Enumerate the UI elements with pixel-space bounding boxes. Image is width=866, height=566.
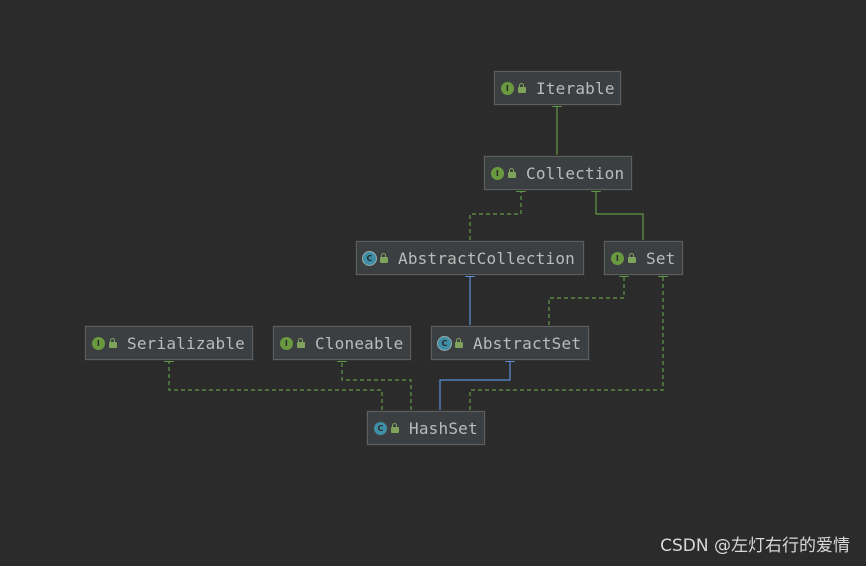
node-abstract-set[interactable]: C AbstractSet: [431, 326, 589, 360]
node-cloneable[interactable]: I Cloneable: [273, 326, 411, 360]
edge-hashset-set: [469, 267, 668, 410]
node-abstract-collection[interactable]: C AbstractCollection: [356, 241, 584, 275]
node-label: Cloneable: [315, 333, 404, 353]
node-label: HashSet: [409, 418, 478, 438]
node-set[interactable]: I Set: [604, 241, 683, 275]
lock-icon: [297, 338, 306, 348]
abstract-class-icon: C: [363, 251, 376, 265]
abstract-class-icon: C: [438, 336, 451, 350]
interface-icon: I: [501, 81, 514, 95]
lock-icon: [380, 253, 389, 263]
lock-icon: [518, 83, 527, 93]
node-label: AbstractSet: [473, 333, 582, 353]
node-label: Iterable: [536, 78, 615, 98]
lock-icon: [455, 338, 464, 348]
edge-hashset-serializable: [164, 352, 383, 410]
node-label: Collection: [526, 163, 625, 183]
node-label: Serializable: [127, 333, 245, 353]
watermark: CSDN @左灯右行的爱情: [660, 536, 850, 556]
class-icon: C: [374, 421, 387, 435]
edge-abstractcollection-collection: [469, 182, 526, 240]
edge-hashset-cloneable: [337, 352, 412, 410]
node-label: Set: [646, 248, 676, 268]
node-collection[interactable]: I Collection: [484, 156, 632, 190]
interface-icon: I: [611, 251, 624, 265]
lock-icon: [391, 423, 400, 433]
edge-set-collection: [591, 182, 644, 240]
node-label: AbstractCollection: [398, 248, 575, 268]
lock-icon: [109, 338, 118, 348]
edge-hashset-abstractset: [439, 352, 515, 410]
lock-icon: [628, 253, 637, 263]
interface-icon: I: [491, 166, 504, 180]
interface-icon: I: [92, 336, 105, 350]
node-serializable[interactable]: I Serializable: [85, 326, 253, 360]
edge-abstractset-set: [548, 267, 629, 325]
node-hash-set[interactable]: C HashSet: [367, 411, 485, 445]
interface-icon: I: [280, 336, 293, 350]
lock-icon: [508, 168, 517, 178]
node-iterable[interactable]: I Iterable: [494, 71, 621, 105]
